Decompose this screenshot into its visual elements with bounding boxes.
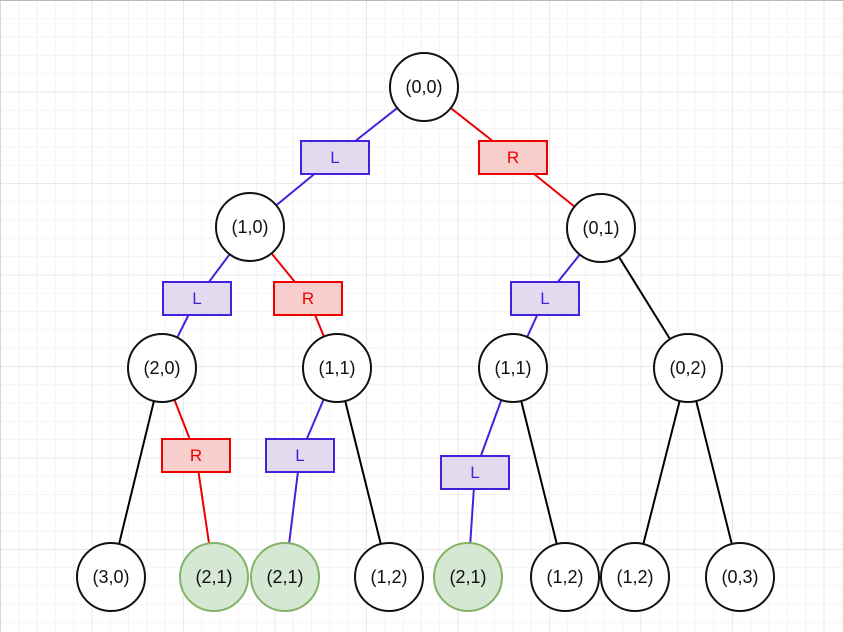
edge-label-l[interactable]: L [265, 437, 335, 473]
edge-label-r[interactable]: R [478, 139, 548, 175]
edge-label-l[interactable]: L [440, 454, 510, 490]
tree-node[interactable]: (0,3) [705, 542, 775, 612]
tree-node-goal[interactable]: (2,1) [433, 542, 503, 612]
tree-node[interactable]: (1,1) [302, 333, 372, 403]
tree-node[interactable]: (2,0) [127, 333, 197, 403]
tree-node[interactable]: (0,1) [566, 193, 636, 263]
tree-node-goal[interactable]: (2,1) [179, 542, 249, 612]
tree-node[interactable]: (0,2) [653, 333, 723, 403]
tree-node[interactable]: (0,0) [389, 52, 459, 122]
edge-label-r[interactable]: R [273, 280, 343, 316]
edge-label-l[interactable]: L [510, 280, 580, 316]
edge-label-l[interactable]: L [162, 280, 232, 316]
edge-label-r[interactable]: R [161, 437, 231, 473]
tree-node[interactable]: (1,2) [530, 542, 600, 612]
tree-node[interactable]: (1,2) [600, 542, 670, 612]
tree-node[interactable]: (1,0) [215, 192, 285, 262]
edge-label-l[interactable]: L [300, 139, 370, 175]
tree-node[interactable]: (1,1) [478, 333, 548, 403]
tree-node-goal[interactable]: (2,1) [250, 542, 320, 612]
tree-node[interactable]: (3,0) [76, 542, 146, 612]
tree-node[interactable]: (1,2) [354, 542, 424, 612]
